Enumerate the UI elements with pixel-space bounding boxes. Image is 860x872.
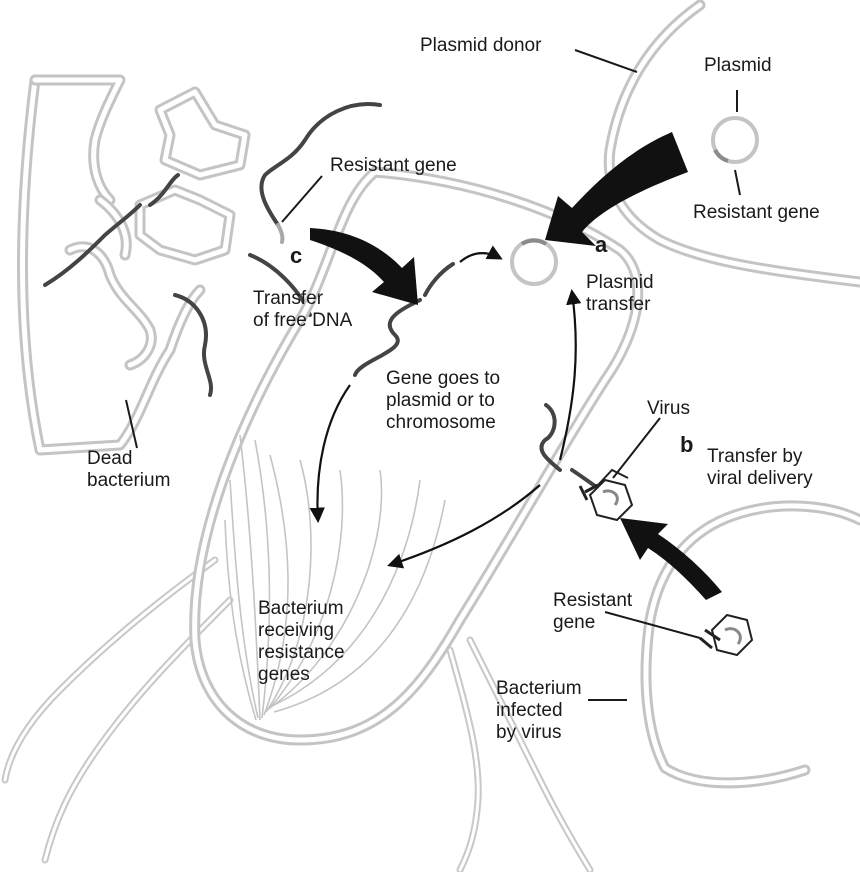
label-dead-bacterium: Dead bacterium <box>87 448 170 492</box>
donor-plasmid <box>713 118 757 162</box>
received-plasmid <box>512 240 556 284</box>
label-gene-goes: Gene goes to plasmid or to chromosome <box>386 368 500 434</box>
label-letter-a: a <box>595 232 607 258</box>
label-plasmid-donor: Plasmid donor <box>420 35 541 57</box>
label-resistant-gene-free: Resistant gene <box>330 155 457 177</box>
label-virus: Virus <box>647 398 690 420</box>
virus-infected-bacterium <box>646 506 860 783</box>
label-plasmid: Plasmid <box>704 55 772 77</box>
label-bacterium-receiving: Bacterium receiving resistance genes <box>258 598 345 686</box>
label-transfer-free-dna: Transfer of free DNA <box>253 288 352 332</box>
label-letter-c: c <box>290 243 302 269</box>
label-bacterium-infected: Bacterium infected by virus <box>496 678 582 744</box>
to-chromosome-arrow-left <box>317 385 350 520</box>
label-resistant-gene-virus: Resistant gene <box>553 590 632 634</box>
free-virus-icon <box>700 615 752 655</box>
label-transfer-viral: Transfer by viral delivery <box>707 446 813 490</box>
dna-to-plasmid-arrow <box>460 253 500 262</box>
label-resistant-gene-plasmid: Resistant gene <box>693 202 820 224</box>
attached-virus-icon <box>580 470 632 520</box>
plasmid-transfer-arrow <box>545 132 688 246</box>
label-plasmid-transfer: Plasmid transfer <box>586 272 654 316</box>
label-letter-b: b <box>680 432 693 458</box>
